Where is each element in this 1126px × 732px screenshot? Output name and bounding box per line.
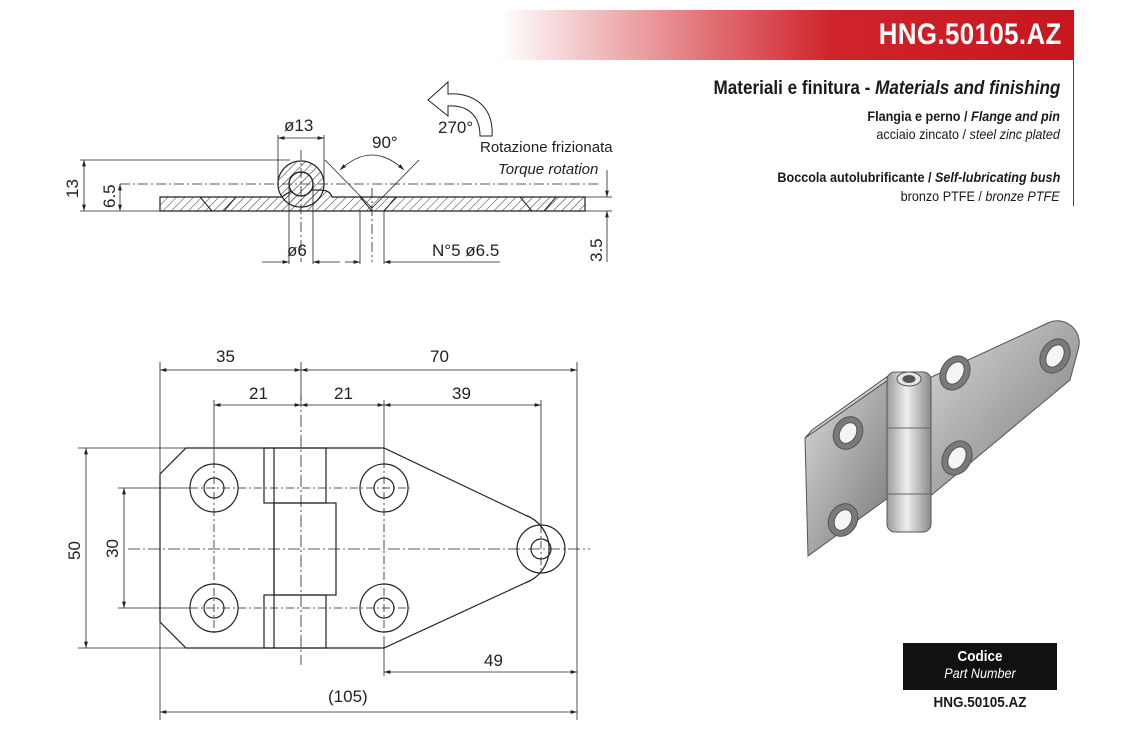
dim-angle-90: 90° — [372, 133, 398, 152]
dim-30: 30 — [103, 539, 122, 558]
dim-35: 35 — [216, 347, 235, 366]
flange-value: acciaio zincato / steel zinc plated — [876, 126, 1060, 142]
dim-39: 39 — [452, 384, 471, 403]
spec-divider — [1073, 60, 1074, 206]
dim-70: 70 — [430, 347, 449, 366]
dim-105: (105) — [328, 687, 368, 706]
dim-50: 50 — [65, 541, 84, 560]
hinge-outline — [159, 447, 550, 649]
dim-dia-6: ø6 — [287, 241, 307, 260]
materials-heading: Materiali e finitura - Materials and fin… — [713, 78, 1060, 100]
part-number-label-it: Codice — [957, 648, 1003, 665]
rotation-label-en: Torque rotation — [498, 161, 598, 178]
side-view — [80, 80, 612, 264]
dim-21-left: 21 — [249, 384, 268, 403]
flange-value-it: acciaio zincato / — [876, 126, 970, 142]
flange-label-en: Flange and pin — [971, 108, 1060, 124]
bush-label: Boccola autolubrificante / Self-lubricat… — [777, 169, 1060, 185]
dim-dia-13: ø13 — [284, 116, 313, 135]
front-view — [159, 447, 566, 649]
part-number-value: HNG.50105.AZ — [933, 694, 1027, 711]
flange-label-it: Flangia e perno / — [867, 108, 972, 124]
rotation-arrow-icon — [427, 80, 493, 137]
knuckle-3d — [886, 371, 932, 533]
bush-value-it: bronzo PTFE / — [901, 188, 986, 204]
header-band — [500, 10, 1074, 60]
part-code-title: HNG.50105.AZ — [879, 18, 1062, 51]
bush-label-en: Self-lubricating bush — [934, 169, 1060, 185]
bush-label-it: Boccola autolubrificante / — [777, 169, 935, 185]
front-dimension-lines — [78, 362, 590, 720]
dim-thickness-3-5: 3.5 — [587, 238, 606, 262]
materials-heading-en: Materials and finishing — [874, 78, 1060, 99]
dim-21-right: 21 — [334, 384, 353, 403]
knuckle-lower — [263, 594, 327, 649]
hinge-3d-render — [804, 320, 1080, 557]
materials-heading-it: Materiali e finitura - — [713, 78, 875, 99]
rotation-label-it: Rotazione frizionata — [480, 139, 613, 156]
bush-value: bronzo PTFE / bronze PTFE — [901, 188, 1060, 204]
flange-value-en: steel zinc plated — [969, 126, 1060, 142]
render-hole-right-bottom — [941, 440, 973, 476]
render-hole-left-bottom — [827, 503, 859, 537]
bush-value-en: bronze PTFE — [985, 188, 1060, 204]
flange-label: Flangia e perno / Flange and pin — [867, 108, 1060, 124]
render-hole-tip — [1039, 338, 1071, 374]
dim-height-6-5: 6.5 — [100, 184, 119, 208]
render-hole-left-top — [832, 416, 864, 450]
dim-holes: N°5 ø6.5 — [432, 241, 499, 260]
dim-rotation-270: 270° — [438, 118, 473, 137]
dim-height-13: 13 — [63, 179, 82, 198]
part-number-label-en: Part Number — [944, 665, 1016, 681]
render-hole-right-top — [939, 355, 971, 391]
part-number-box: Codice Part Number — [903, 643, 1057, 690]
dim-49: 49 — [484, 651, 503, 670]
